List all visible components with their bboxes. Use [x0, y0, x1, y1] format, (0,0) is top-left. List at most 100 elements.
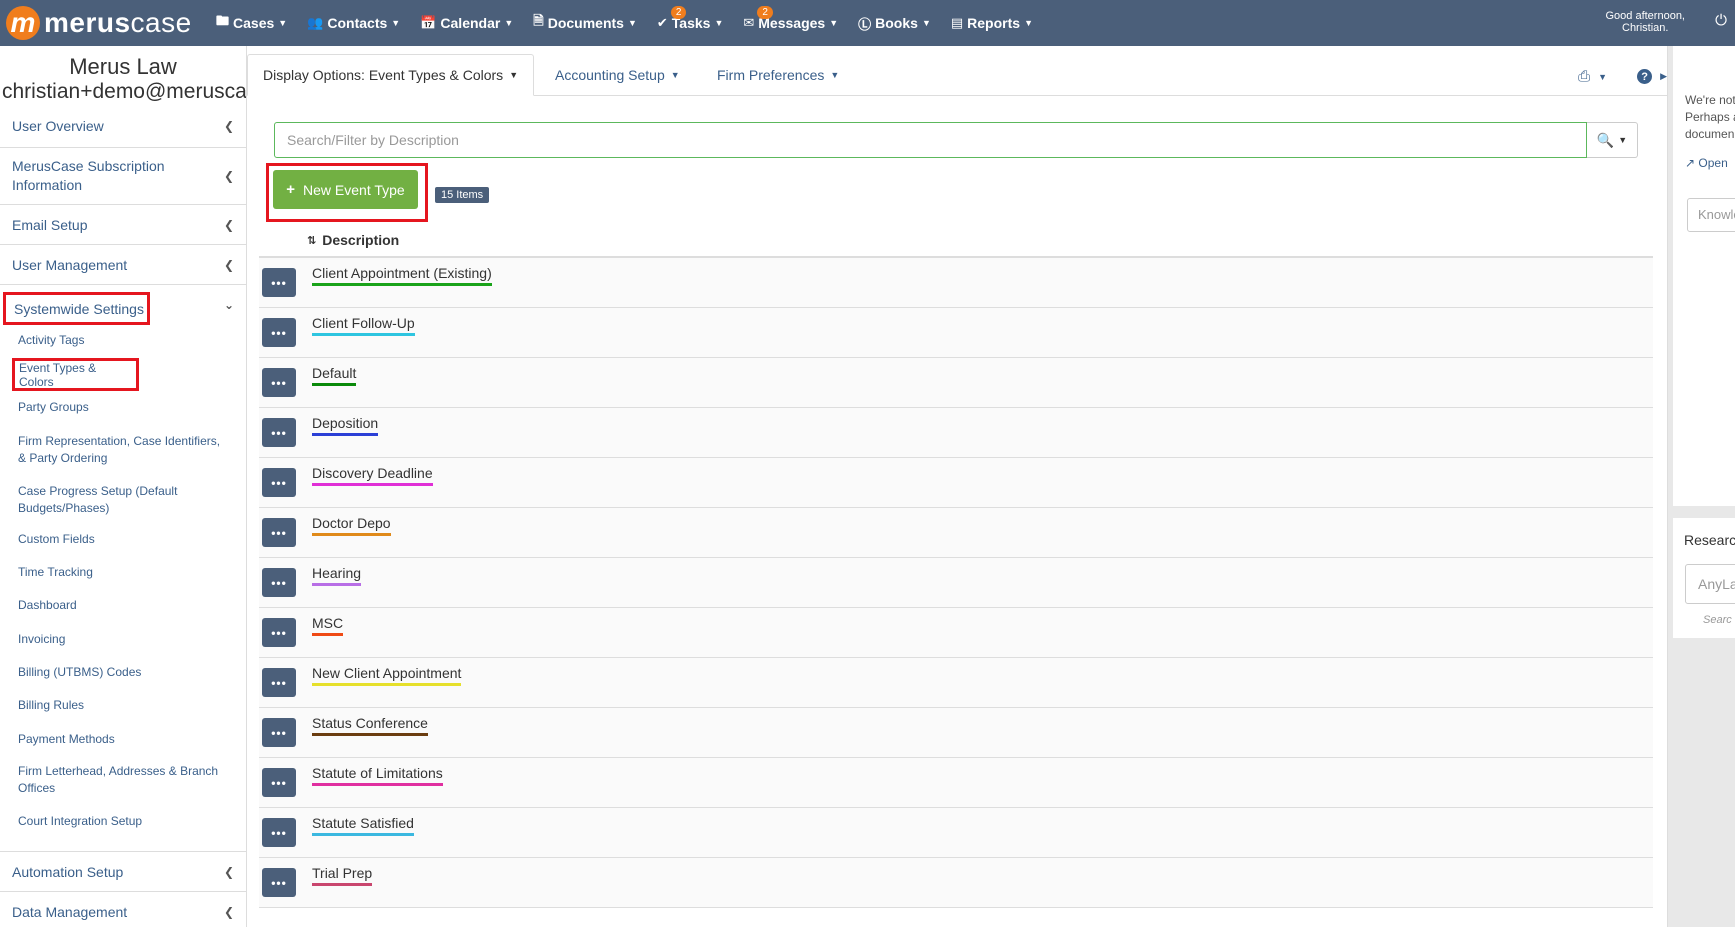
sidebar-item-user-overview[interactable]: User Overview❮	[0, 104, 246, 148]
event-types-list: ••• Client Appointment (Existing) ••• Clien…	[259, 256, 1653, 908]
chevron-left-icon: ❮	[223, 217, 234, 232]
calendar-icon: 📅	[420, 15, 437, 30]
nav-reports[interactable]: ▤Reports▼	[950, 15, 1033, 31]
nav-cases[interactable]: 🖿Cases▼	[216, 12, 287, 34]
users-icon: 👥	[307, 15, 324, 30]
event-type-label[interactable]: MSC	[312, 615, 344, 636]
row-actions-button[interactable]: •••	[262, 568, 296, 597]
chevron-left-icon: ❮	[223, 257, 234, 272]
sidebar-item-user-management[interactable]: User Management❮	[0, 245, 246, 285]
event-type-label[interactable]: Client Appointment (Existing)	[312, 265, 492, 286]
event-type-label[interactable]: Deposition	[312, 415, 379, 436]
sidebar-sub-invoicing[interactable]: Invoicing	[18, 632, 66, 646]
user-greeting[interactable]: Good afternoon, Christian.	[1605, 10, 1685, 34]
print-caret-icon[interactable]: ▼	[1598, 71, 1608, 82]
sidebar-item-email-setup[interactable]: Email Setup❮	[0, 205, 246, 245]
search-options-button[interactable]: 🔍▼	[1587, 122, 1638, 158]
sidebar-item-automation-setup[interactable]: Automation Setup❮	[0, 852, 246, 892]
event-type-label[interactable]: Default	[312, 365, 357, 386]
document-icon: 🗎	[533, 13, 544, 28]
row-actions-button[interactable]: •••	[262, 418, 296, 447]
event-type-label[interactable]: Status Conference	[312, 715, 428, 736]
tab-firm-preferences[interactable]: Firm Preferences▼	[717, 67, 840, 83]
meruscase-logo[interactable]: m meruscase	[0, 0, 216, 46]
chevron-left-icon: ❮	[223, 118, 234, 133]
check-circle-icon: ✔	[656, 15, 668, 30]
chevron-left-icon: ❮	[223, 169, 234, 183]
nav-documents[interactable]: 🗎Documents▼	[533, 12, 637, 34]
sidebar-item-systemwide-settings[interactable]: Systemwide Settings	[3, 292, 150, 325]
anylaw-search-input[interactable]: AnyLa	[1685, 564, 1735, 604]
sidebar-sub-activity-tags[interactable]: Activity Tags	[18, 333, 85, 347]
row-actions-button[interactable]: •••	[262, 318, 296, 347]
event-type-label[interactable]: Trial Prep	[312, 865, 373, 886]
open-link[interactable]: ↗ Open	[1685, 156, 1728, 170]
new-event-type-button[interactable]: +New Event Type	[273, 170, 418, 209]
sidebar-sub-firm-representation[interactable]: Firm Representation, Case Identifiers,& …	[18, 434, 221, 465]
caret-down-icon: ▼	[391, 18, 401, 28]
row-actions-button[interactable]: •••	[262, 618, 296, 647]
nav-messages[interactable]: 2✉Messages▼	[743, 6, 839, 31]
sidebar-item-data-management[interactable]: Data Management❮	[12, 904, 234, 920]
sidebar-sub-time-tracking[interactable]: Time Tracking	[18, 565, 93, 579]
event-type-label[interactable]: Hearing	[312, 565, 362, 586]
top-navbar: m meruscase 🖿Cases▼ 👥Contacts▼ 📅Calendar…	[0, 0, 1735, 46]
tab-display-options[interactable]: Display Options: Event Types & Colors▼	[247, 54, 535, 96]
sidebar-sub-payment-methods[interactable]: Payment Methods	[18, 732, 115, 746]
search-filter-input[interactable]	[274, 122, 1587, 158]
items-count-badge: 15 Items	[435, 187, 490, 203]
event-type-row: ••• Trial Prep	[259, 858, 1653, 908]
help-side-panel: We're not Perhaps a documen ↗ Open Knowl…	[1667, 46, 1735, 927]
row-actions-button[interactable]: •••	[262, 818, 296, 847]
help-icon[interactable]: ?	[1637, 69, 1653, 84]
event-type-label[interactable]: Discovery Deadline	[312, 465, 433, 486]
row-actions-button[interactable]: •••	[262, 768, 296, 797]
event-type-row: ••• Doctor Depo	[259, 508, 1653, 558]
folder-icon: 🖿	[216, 13, 230, 28]
event-type-label[interactable]: New Client Appointment	[312, 665, 462, 686]
nav-contacts[interactable]: 👥Contacts▼	[307, 15, 401, 31]
sidebar-sub-billing-rules[interactable]: Billing Rules	[18, 698, 85, 712]
sidebar-sub-dashboard[interactable]: Dashboard	[18, 598, 77, 612]
main-content: Display Options: Event Types & Colors▼ A…	[247, 46, 1667, 927]
description-column-header[interactable]: ⇅Description	[307, 232, 400, 248]
sidebar-sub-custom-fields[interactable]: Custom Fields	[18, 532, 95, 546]
event-type-label[interactable]: Statute of Limitations	[312, 765, 443, 786]
row-actions-button[interactable]: •••	[262, 718, 296, 747]
row-actions-button[interactable]: •••	[262, 268, 296, 297]
knowledge-search-input[interactable]: Knowle	[1687, 198, 1735, 232]
user-email: christian+demo@meruscase	[2, 80, 246, 103]
event-type-label[interactable]: Doctor Depo	[312, 515, 391, 536]
sidebar-sub-court-integration[interactable]: Court Integration Setup	[18, 814, 143, 828]
settings-tabs: Display Options: Event Types & Colors▼ A…	[247, 54, 1667, 96]
research-search-link[interactable]: Searc	[1703, 614, 1732, 626]
dollar-icon: Ⓛ	[858, 16, 872, 32]
research-title: Researc	[1684, 532, 1735, 548]
event-type-label[interactable]: Client Follow-Up	[312, 315, 415, 336]
event-type-row: ••• New Client Appointment	[259, 658, 1653, 708]
row-actions-button[interactable]: •••	[262, 368, 296, 397]
nav-tasks[interactable]: 2✔Tasks▼	[656, 6, 724, 31]
tab-accounting-setup[interactable]: Accounting Setup▼	[555, 67, 680, 83]
event-type-row: ••• Client Appointment (Existing)	[259, 258, 1653, 308]
sidebar-sub-billing-codes[interactable]: Billing (UTBMS) Codes	[18, 665, 142, 679]
row-actions-button[interactable]: •••	[262, 468, 296, 497]
sidebar-sub-event-types-colors[interactable]: Event Types & Colors	[12, 358, 139, 391]
row-actions-button[interactable]: •••	[262, 518, 296, 547]
caret-down-icon: ▼	[670, 70, 680, 80]
print-icon[interactable]: ⎙	[1578, 68, 1591, 85]
event-type-row: ••• Deposition	[259, 408, 1653, 458]
row-actions-button[interactable]: •••	[262, 668, 296, 697]
sidebar-sub-party-groups[interactable]: Party Groups	[18, 400, 89, 414]
nav-calendar[interactable]: 📅Calendar▼	[420, 15, 514, 31]
caret-down-icon: ▼	[278, 18, 288, 28]
event-type-label[interactable]: Statute Satisfied	[312, 815, 414, 836]
event-type-row: ••• Client Follow-Up	[259, 308, 1653, 358]
caret-right-icon[interactable]: ▶	[1660, 71, 1667, 81]
row-actions-button[interactable]: •••	[262, 868, 296, 897]
logout-power-icon[interactable]: ⏻	[1715, 12, 1727, 29]
